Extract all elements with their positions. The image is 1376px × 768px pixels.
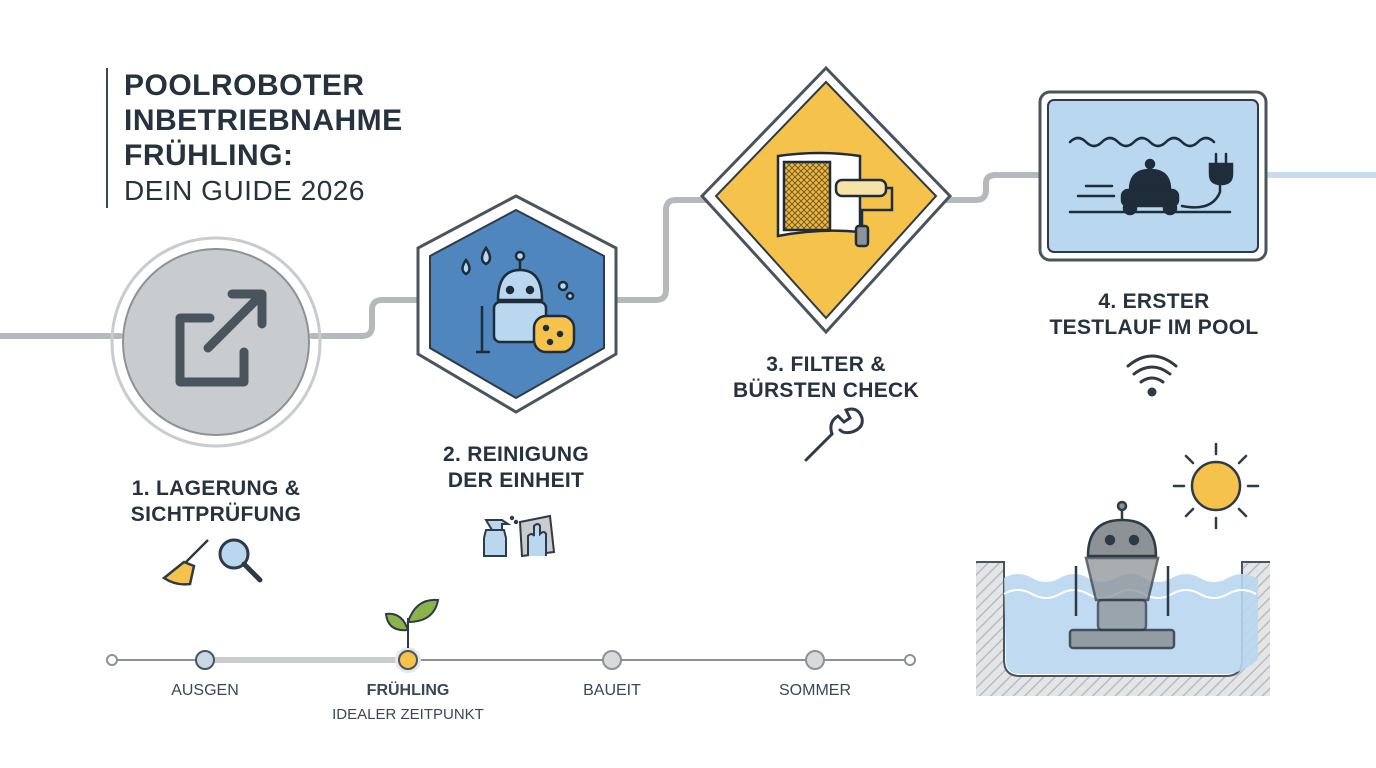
timeline-dot-sommer [805, 650, 825, 670]
step3-label-line2: BÜRSTEN CHECK [733, 379, 919, 402]
sun-icon [1172, 442, 1260, 530]
spray-bottle-icon [483, 515, 519, 557]
step4-label: 4. ERSTER TESTLAUF IM POOL [1024, 289, 1284, 341]
external-link-icon [175, 289, 267, 387]
wrench-icon [804, 407, 864, 462]
connector-pipe [0, 172, 1376, 339]
sprout-icon [384, 598, 440, 648]
timeline-dot-baueit [602, 650, 622, 670]
timeline-label-ausgen: AUSGEN [171, 682, 239, 699]
step4-label-line2: TESTLAUF IM POOL [1049, 316, 1259, 339]
title-line-2: INBETRIEBNAHME [124, 104, 403, 137]
timeline-dot-ausgen [195, 650, 215, 670]
step1-label: 1. LAGERUNG & SICHTPRÜFUNG [96, 476, 336, 528]
step4-badge [1038, 90, 1268, 262]
magnifier-icon [218, 538, 263, 583]
step1-badge [110, 236, 322, 448]
cloth-icon [518, 514, 556, 558]
step3-label: 3. FILTER & BÜRSTEN CHECK [694, 352, 958, 404]
timeline-label-baueit: BAUEIT [583, 682, 641, 699]
robot-in-water-icon [1068, 136, 1234, 216]
timeline-label-sommer: SOMMER [779, 682, 851, 699]
wifi-icon [1126, 354, 1178, 397]
page-title: POOLROBOTER INBETRIEBNAHME FRÜHLING: DEI… [106, 68, 403, 208]
step2-badge [416, 194, 618, 414]
title-line-4: DEIN GUIDE 2026 [124, 175, 365, 206]
broom-icon [161, 539, 209, 586]
step3-badge [699, 65, 953, 335]
step2-label-line1: 2. REINIGUNG [443, 443, 589, 466]
step1-label-line2: SICHTPRÜFUNG [130, 503, 302, 526]
step2-label: 2. REINIGUNG DER EINHEIT [396, 442, 636, 494]
step3-label-line1: 3. FILTER & [766, 353, 886, 376]
pool-robot-icon [1068, 500, 1176, 650]
timeline-label-fruehling: FRÜHLING [366, 682, 450, 699]
step4-label-line1: 4. ERSTER [1098, 290, 1210, 313]
step1-label-line1: 1. LAGERUNG & [131, 477, 301, 500]
title-line-3: FRÜHLING: [124, 139, 294, 172]
filter-roller-icon [776, 151, 894, 248]
title-line-1: POOLROBOTER [124, 69, 365, 102]
step2-label-line2: DER EINHEIT [447, 469, 585, 492]
robot-cleaning-icon [461, 245, 576, 354]
season-timeline [106, 598, 916, 673]
pool-illustration [976, 500, 1270, 696]
timeline-sublabel-fruehling: IDEALER ZEITPUNKT [332, 706, 484, 723]
